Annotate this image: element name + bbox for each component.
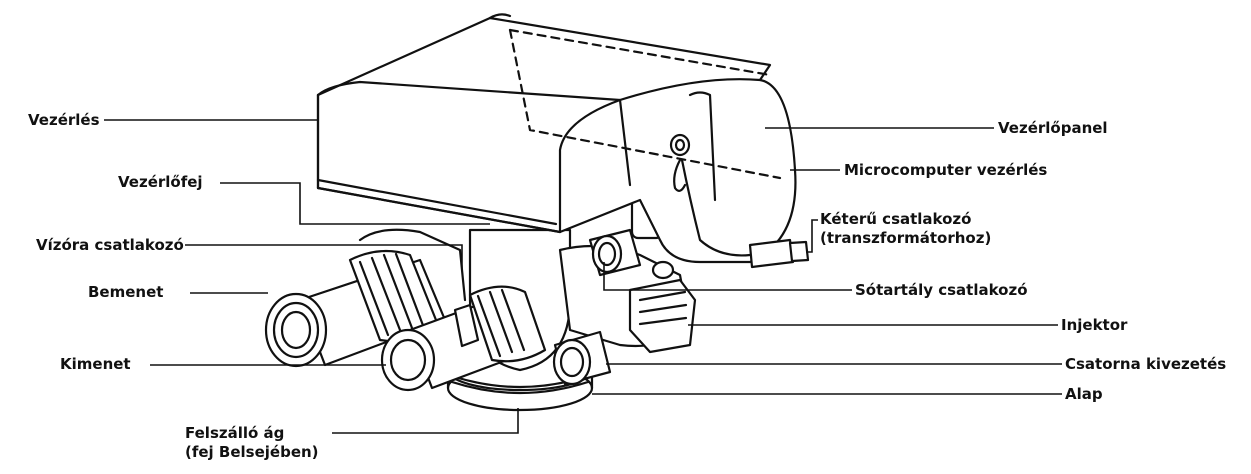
label-felszallo-line1: Felszálló ág [185, 424, 285, 442]
label-injektor: Injektor [1061, 316, 1128, 334]
leader-lines [104, 119, 1062, 434]
label-keteru-line2: (transzformátorhoz) [820, 229, 992, 247]
injector-cap [628, 260, 697, 354]
label-csatorna: Csatorna kivezetés [1065, 355, 1227, 373]
label-keteru-line1: Kéterű csatlakozó [820, 210, 972, 228]
meter-wire [358, 228, 467, 302]
outlet-port [380, 285, 547, 392]
brine-port [588, 228, 642, 277]
label-bemenet: Bemenet [88, 283, 164, 301]
drain-port [552, 330, 612, 386]
control-cover [316, 13, 797, 264]
label-sotartaly: Sótartály csatlakozó [855, 281, 1028, 299]
label-keteru-csatlakozo: Kéterű csatlakozó (transzformátorhoz) [820, 210, 991, 248]
label-vezerles: Vezérlés [28, 111, 100, 129]
label-alap: Alap [1065, 385, 1103, 403]
label-microcomputer: Microcomputer vezérlés [844, 161, 1048, 179]
label-felszallo-ag: Felszálló ág (fej Belsejében) [185, 424, 319, 462]
label-vezerlopanel: Vezérlőpanel [998, 119, 1108, 137]
label-kimenet: Kimenet [60, 355, 131, 373]
label-vizora-csatlakozo: Vízóra csatlakozó [36, 236, 184, 254]
transformer-plug [680, 158, 810, 269]
label-felszallo-line2: (fej Belsejében) [185, 443, 319, 461]
label-vezerlofej: Vezérlőfej [118, 173, 203, 191]
inlet-port [264, 249, 447, 368]
